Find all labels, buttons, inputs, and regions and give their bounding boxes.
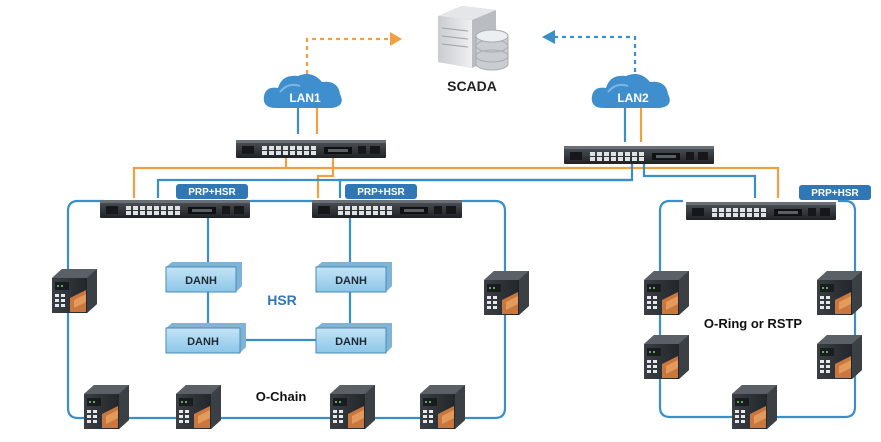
- scada-label: SCADA: [447, 78, 497, 94]
- orange-to-right-prp: [286, 166, 780, 198]
- prp-hsr-badge-middle-text: PRP+HSR: [357, 187, 405, 198]
- lan1-to-scada-dotted-line: [305, 37, 392, 82]
- o-chain-switch-bottom-1-icon: [84, 385, 129, 429]
- o-ring-switch-lower-left-icon: [644, 335, 689, 379]
- prp-hsr-switch-left-icon: [100, 200, 250, 218]
- prp-hsr-badge-right: [799, 185, 871, 200]
- o-chain-label: O-Chain: [256, 389, 307, 404]
- danh-bottom-right-label: DANH: [335, 336, 367, 348]
- danh-box-top-left: [165, 262, 242, 293]
- hsr-vertical-top: [206, 218, 352, 268]
- prp-hsr-switch-right-icon: [686, 202, 836, 220]
- danh-bottom-left-label: DANH: [187, 336, 219, 348]
- danh-top-left-label: DANH: [185, 275, 217, 287]
- connection-lines: [66, 35, 857, 420]
- o-chain-switch-left-icon: [52, 269, 97, 313]
- danh-top-right-label: DANH: [335, 275, 367, 287]
- lan2-cloud-icon: [591, 74, 670, 108]
- danh-box-bottom-right: [315, 323, 392, 354]
- danh-box-top-right: [315, 262, 392, 293]
- o-chain-switch-bottom-2-icon: [176, 385, 221, 429]
- prp-hsr-badge-left: [176, 184, 248, 199]
- arrow-to-scada-blue-icon: [542, 30, 555, 44]
- scada-server-icon: [438, 6, 509, 71]
- blue-to-right-prp: [642, 164, 757, 198]
- lan2-label: LAN2: [617, 91, 649, 105]
- o-chain-switch-right-icon: [484, 271, 529, 315]
- lan2-core-switch-icon: [564, 146, 714, 164]
- prp-hsr-badge-left-text: PRP+HSR: [188, 187, 236, 198]
- prp-hsr-badge-middle: [345, 184, 417, 199]
- lan1-cloud-icon: [263, 74, 342, 108]
- hsr-label: HSR: [267, 292, 297, 308]
- arrow-to-scada-orange-icon: [390, 32, 402, 46]
- o-ring-switch-bottom-icon: [732, 385, 777, 429]
- o-ring-label: O-Ring or RSTP: [704, 316, 803, 331]
- hsr-vertical-mid: [206, 292, 352, 324]
- prp-hsr-badge-right-text: PRP+HSR: [811, 188, 859, 199]
- o-chain-loop: [66, 199, 507, 420]
- blue-to-middle-prp: [338, 178, 632, 198]
- lan1-label: LAN1: [289, 91, 321, 105]
- lan1-core-switch-icon: [236, 140, 386, 158]
- prp-hsr-switch-middle-icon: [312, 200, 462, 218]
- danh-box-bottom-left: [165, 323, 246, 354]
- o-chain-switch-bottom-3-icon: [330, 385, 375, 429]
- o-chain-switch-bottom-4-icon: [420, 385, 465, 429]
- orange-to-left-prp: [132, 158, 288, 198]
- o-ring-switch-upper-right-icon: [817, 271, 862, 315]
- lan2-to-scada-dotted-line: [553, 35, 637, 80]
- o-ring-switch-upper-left-icon: [644, 271, 689, 315]
- orange-to-middle-prp: [316, 158, 335, 198]
- o-ring-switch-lower-right-icon: [817, 335, 862, 379]
